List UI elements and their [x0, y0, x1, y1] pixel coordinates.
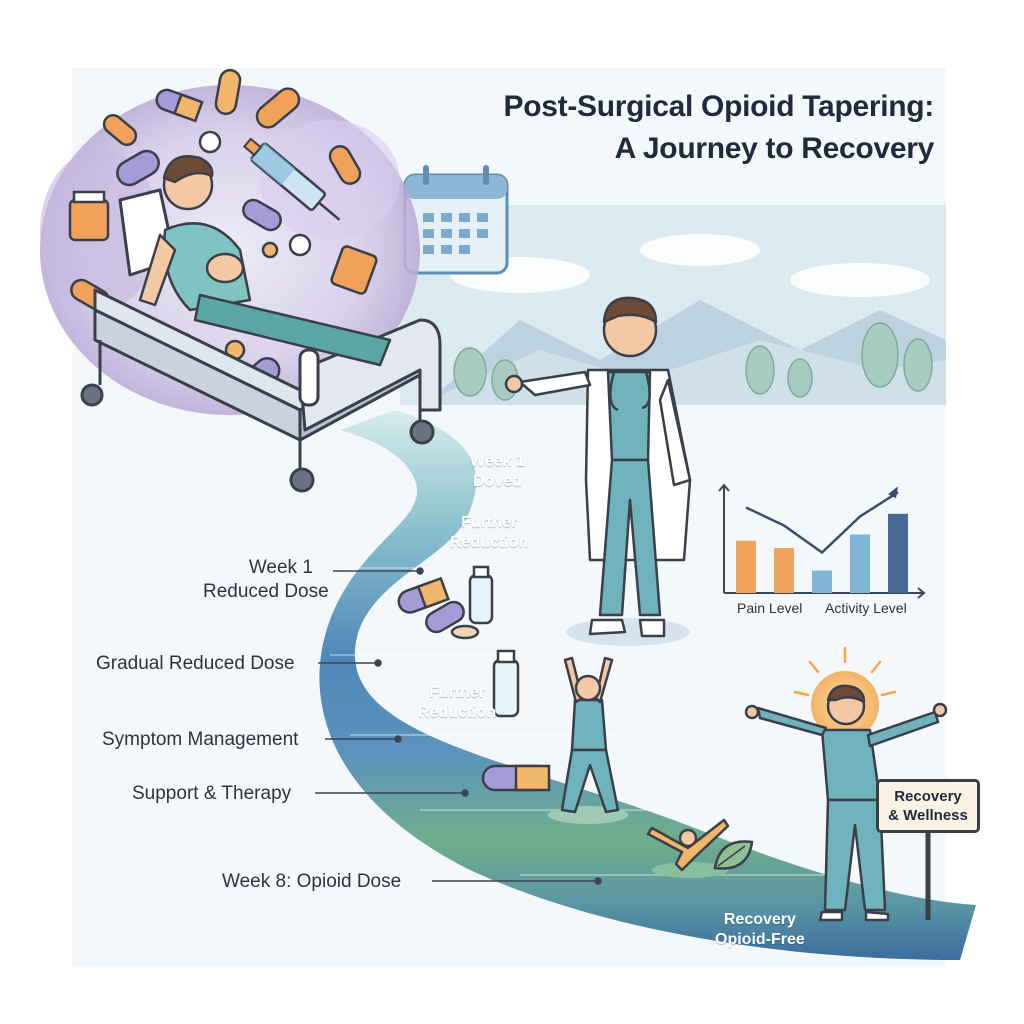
doctor-figure — [504, 296, 692, 646]
patient-figure — [138, 155, 392, 367]
chart-trend-arrow — [888, 486, 898, 499]
path-label-week-1-line2: Doved — [472, 473, 522, 490]
path-label-further-1-line1: Further — [461, 514, 518, 531]
path-label-week-1-line1: Week 1 — [470, 453, 525, 470]
title-line-1: Post-Surgical Opioid Tapering: — [503, 90, 935, 123]
label-support-therapy: Support & Therapy — [132, 783, 292, 804]
sign-line-1: Recovery — [894, 788, 962, 805]
leaf-icon — [713, 840, 754, 870]
label-connectors — [315, 567, 602, 885]
chart-trend-line — [745, 491, 899, 555]
calendar-icon — [403, 165, 509, 275]
path-label-recovery-line2: Opioid-Free — [715, 931, 805, 948]
path-label-further-2-line2: Reduction — [418, 704, 497, 721]
page-title: Post-Surgical Opioid Tapering: A Journey… — [414, 86, 935, 170]
path-label-further-reduction-1: Further Reduction — [450, 513, 528, 553]
yoga-figure — [646, 818, 730, 878]
sign-line-2: & Wellness — [888, 807, 968, 824]
chart-xlabel-pain: Pain Level — [737, 600, 803, 616]
hospital-bed — [80, 188, 442, 493]
progress-chart — [718, 483, 926, 599]
chart-y-arrow — [718, 483, 730, 492]
chart-xlabel-activity: Activity Level — [825, 600, 907, 616]
pill-bottle-icon — [68, 190, 378, 295]
chart-bar — [850, 534, 870, 593]
syringe-icon — [242, 137, 341, 221]
label-week-8: Week 8: Opioid Dose — [222, 871, 402, 892]
label-week-1: Week 1 Reduced Dose — [203, 556, 329, 604]
chart-bar — [888, 513, 908, 593]
path-label-further-1-line2: Reduction — [450, 534, 529, 551]
path-label-recovery: Recovery Opioid-Free — [715, 910, 805, 950]
label-week-1-line2: Reduced Dose — [203, 581, 329, 602]
chart-bar — [736, 540, 756, 593]
path-label-week-1: Week 1 Doved — [470, 452, 525, 492]
exercising-figure — [548, 656, 628, 824]
recovered-person — [744, 684, 948, 922]
chart-bar — [812, 570, 832, 593]
chart-bar — [774, 548, 794, 593]
path-pills — [397, 576, 551, 792]
path-label-further-reduction-2: Further Reduction — [418, 683, 496, 723]
label-symptom-management: Symptom Management — [102, 729, 299, 750]
label-week-1-line1: Week 1 — [248, 557, 313, 578]
recovery-path — [319, 410, 977, 960]
label-gradual-reduced-dose: Gradual Reduced Dose — [96, 653, 295, 674]
chart-x-arrow — [917, 587, 926, 599]
recovery-wellness-sign: Recovery & Wellness — [876, 779, 980, 833]
title-line-2: A Journey to Recovery — [614, 132, 935, 165]
water-bottle-icon — [468, 565, 520, 718]
trees — [453, 322, 933, 401]
path-label-recovery-line1: Recovery — [723, 911, 796, 928]
path-label-further-2-line1: Further — [429, 684, 486, 701]
